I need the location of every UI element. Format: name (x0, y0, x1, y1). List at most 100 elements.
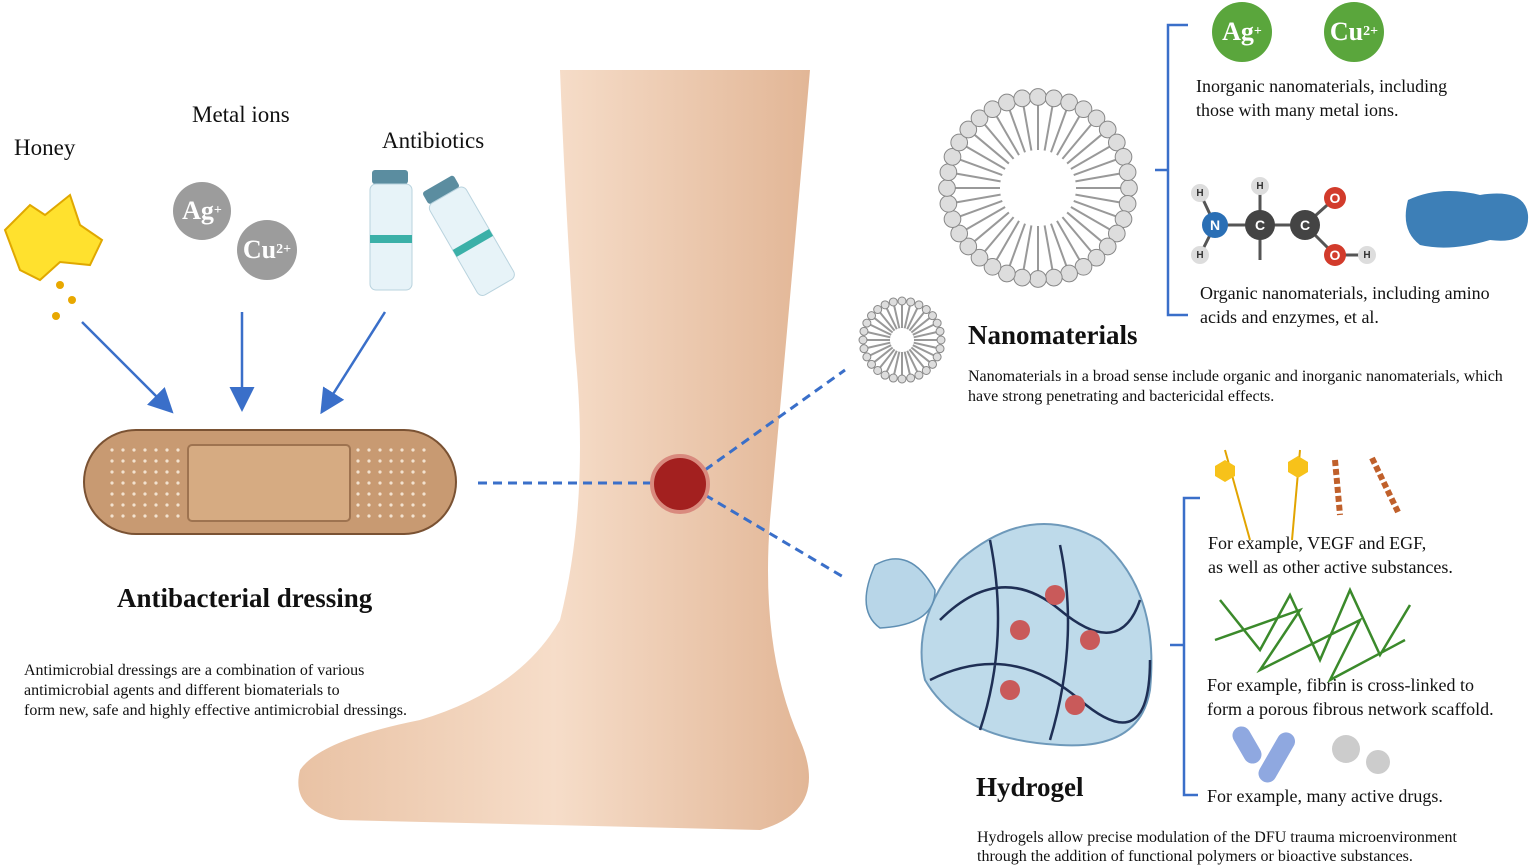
ion-charge: 2+ (276, 242, 292, 257)
bandage-hole (389, 492, 393, 496)
hydrogel-description: Hydrogels allow precise modulation of th… (977, 828, 1457, 866)
hydrogel-small-icon (865, 558, 936, 629)
bandage-hole (411, 448, 415, 452)
bandage-hole (367, 514, 371, 518)
bandage-hole (411, 503, 415, 507)
bandage-hole (378, 514, 382, 518)
bandage-hole (367, 459, 371, 463)
bandage-hole (411, 514, 415, 518)
text-line: Hydrogels allow precise modulation of th… (977, 829, 1457, 846)
bandage-hole (176, 492, 180, 496)
bandage-hole (176, 470, 180, 474)
text-line: For example, many active drugs. (1207, 786, 1443, 806)
bandage-hole (378, 492, 382, 496)
bandage-hole (422, 448, 426, 452)
fibrin-text: For example, fibrin is cross-linked to f… (1207, 673, 1494, 721)
bandage-hole (154, 448, 158, 452)
silver-ion-icon: Ag+ (1212, 2, 1272, 62)
bandage-hole (356, 459, 360, 463)
bandage-hole (389, 514, 393, 518)
bandage-hole (176, 459, 180, 463)
bandage-hole (154, 514, 158, 518)
ion-symbol: Cu (242, 235, 277, 264)
bandage-hole (422, 470, 426, 474)
text-line: form a porous fibrous network scaffold. (1207, 699, 1494, 719)
bandage-hole (378, 448, 382, 452)
bandage-hole (378, 481, 382, 485)
bandage-hole (132, 514, 136, 518)
bandage-hole (165, 503, 169, 507)
bandage-hole (356, 470, 360, 474)
bandage-hole (367, 503, 371, 507)
bandage-hole (356, 503, 360, 507)
atom: C (1245, 210, 1275, 240)
text-line: through the addition of functional polym… (977, 848, 1413, 865)
bandage-icon (83, 429, 457, 535)
ion-charge: 2+ (1363, 24, 1379, 39)
bandage-hole (389, 470, 393, 474)
text-line: Nanomaterials in a broad sense include o… (968, 368, 1503, 385)
nanomaterials-title: Nanomaterials (968, 320, 1138, 350)
bracket (1155, 23, 1188, 317)
bandage-hole (165, 514, 169, 518)
bandage-hole (121, 503, 125, 507)
atom: O (1324, 244, 1346, 266)
drugs-text: For example, many active drugs. (1207, 784, 1443, 808)
antibiotic-vial-icon (369, 170, 413, 291)
bandage-hole (110, 459, 114, 463)
bandage-hole (422, 514, 426, 518)
bandage-hole (143, 481, 147, 485)
honey-label: Honey (14, 135, 76, 160)
bandage-hole (143, 470, 147, 474)
bandage-hole (422, 481, 426, 485)
bandage-hole (422, 492, 426, 496)
bandage-hole (367, 448, 371, 452)
antibiotic-vial-icon (423, 175, 515, 296)
bandage-hole (389, 448, 393, 452)
growth-factor-text: For example, VEGF and EGF, as well as ot… (1208, 531, 1453, 579)
bandage-hole (367, 492, 371, 496)
antibacterial-dressing-title: Antibacterial dressing (117, 583, 373, 613)
bandage-hole (389, 459, 393, 463)
leg-illustration (298, 70, 810, 830)
bracket (1170, 496, 1200, 797)
bandage-hole (176, 503, 180, 507)
bandage-hole (165, 481, 169, 485)
ion-charge: + (213, 203, 222, 218)
tablet-icon (1366, 750, 1390, 774)
bandage-hole (411, 481, 415, 485)
bandage-hole (378, 459, 382, 463)
bandage-hole (400, 481, 404, 485)
bandage-hole (367, 481, 371, 485)
atom: O (1324, 187, 1346, 209)
atom: H (1191, 184, 1209, 202)
bandage-hole (121, 492, 125, 496)
bandage-hole (143, 503, 147, 507)
bandage-hole (165, 448, 169, 452)
bandage-hole (165, 470, 169, 474)
atom: C (1290, 210, 1320, 240)
text-line: antimicrobial agents and different bioma… (24, 682, 340, 699)
bandage-hole (411, 470, 415, 474)
bandage-hole (143, 514, 147, 518)
text-line: Inorganic nanomaterials, including (1196, 76, 1448, 96)
antibiotics-label: Antibiotics (382, 128, 485, 153)
atom: H (1191, 246, 1209, 264)
bandage-hole (411, 492, 415, 496)
bandage-hole (154, 503, 158, 507)
hydrogel-icon (920, 523, 1153, 747)
bandage-hole (110, 448, 114, 452)
bandage-hole (143, 459, 147, 463)
bandage-hole (110, 514, 114, 518)
bandage-hole (165, 492, 169, 496)
bandage-hole (110, 503, 114, 507)
inorganic-text: Inorganic nanomaterials, including those… (1196, 74, 1447, 122)
capsule-icon (1232, 726, 1295, 783)
tablet-icon (1332, 735, 1360, 763)
bandage-hole (132, 459, 136, 463)
atom: H (1251, 177, 1269, 195)
atom: H (1358, 246, 1376, 264)
